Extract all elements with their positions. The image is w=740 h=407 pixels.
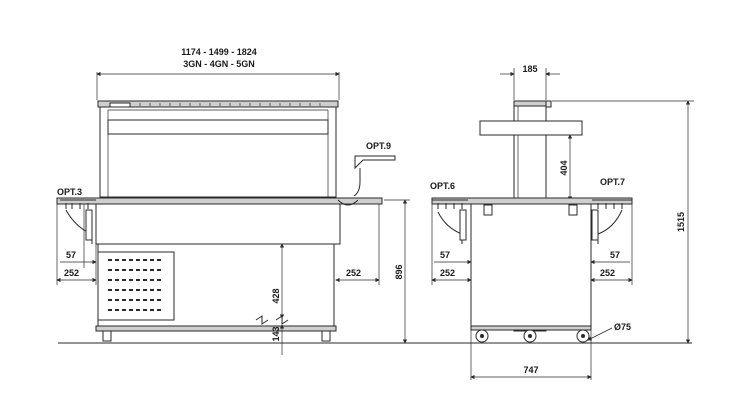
side-view: 185 404 OPT.6 OPT.7 <box>430 64 694 380</box>
front-shelf <box>107 119 329 135</box>
vent-slots <box>139 103 321 106</box>
front-dim-143: 143 <box>271 326 281 341</box>
front-counter-top <box>56 197 383 205</box>
vent-grille <box>97 251 175 321</box>
side-dim-252-right: 252 <box>600 268 615 278</box>
side-dim-252-left: 252 <box>440 268 455 278</box>
side-dim-747: 747 <box>523 365 538 375</box>
side-dim-404: 404 <box>559 160 569 175</box>
front-dim-57: 57 <box>66 250 76 260</box>
front-base <box>95 325 337 332</box>
side-knob-left <box>483 204 493 216</box>
side-opt-right-label: OPT.7 <box>600 177 625 187</box>
front-leg-left <box>102 330 112 342</box>
front-leg-right <box>321 330 331 342</box>
side-knob-right <box>568 204 578 216</box>
side-opt-left-label: OPT.6 <box>430 181 455 191</box>
front-dim-896: 896 <box>394 264 404 279</box>
side-dim-57-right: 57 <box>610 250 620 260</box>
front-dim-428: 428 <box>271 288 281 303</box>
side-body <box>470 203 592 329</box>
side-dim-1515: 1515 <box>676 212 686 232</box>
side-dim-57-left: 57 <box>440 250 450 260</box>
front-opt-left-label: OPT.3 <box>57 187 82 197</box>
vent-grille-slots <box>108 259 162 311</box>
control-panel <box>109 102 131 108</box>
front-dim-252-right: 252 <box>346 268 361 278</box>
side-dim-185: 185 <box>522 64 537 74</box>
front-width-label: 1174 - 1499 - 1824 <box>181 47 257 57</box>
front-view: 1174 - 1499 - 1824 3GN - 4GN - 5GN <box>56 47 410 355</box>
front-opt-right-label: OPT.9 <box>366 141 391 151</box>
side-shelf <box>479 120 583 136</box>
front-gn-label: 3GN - 4GN - 5GN <box>183 59 255 69</box>
front-dim-252-left: 252 <box>64 268 79 278</box>
side-wheel-diameter: Ø75 <box>614 322 631 332</box>
